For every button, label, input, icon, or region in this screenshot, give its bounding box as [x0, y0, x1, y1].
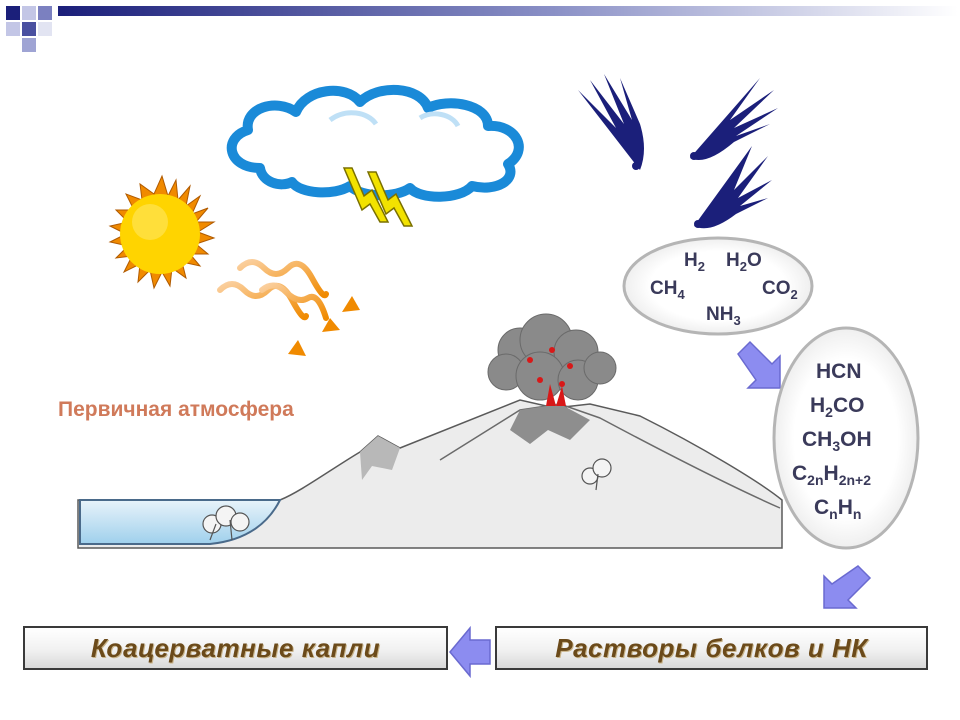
- mountain-peak-shadow: [360, 436, 400, 480]
- header-decoration: [6, 6, 958, 52]
- formula-h2: H2: [684, 250, 705, 274]
- header-square: [22, 6, 36, 20]
- header-bar: [58, 6, 958, 16]
- arrow-down-left-icon: [823, 565, 872, 609]
- coacervate-drops-box: Коацерватные капли: [23, 626, 448, 670]
- protein-solutions-box: Растворы белков и НК: [495, 626, 928, 670]
- atmosphere-gases-ellipse: H2 H2O CH4 CO2 NH3: [622, 236, 814, 336]
- formula-ch4: CH4: [650, 278, 685, 302]
- steam-icon: [581, 458, 612, 491]
- cosmic-ray-icon: [694, 146, 772, 229]
- formula-co2: CO2: [762, 278, 798, 302]
- cloud-icon: [226, 85, 524, 202]
- solar-radiation-arrows: [217, 259, 329, 321]
- header-square: [22, 22, 36, 36]
- wave-arrowheads: [288, 296, 360, 356]
- sun-icon: [108, 174, 216, 290]
- landscape: [77, 313, 783, 549]
- lava-sparks: [527, 347, 573, 406]
- formula-h2o: H2O: [726, 250, 762, 274]
- formula-h2co: H2CO: [810, 394, 864, 420]
- arrow-left-icon: [449, 625, 491, 679]
- primary-atmosphere-label: Первичная атмосфера: [58, 398, 294, 421]
- header-square: [6, 22, 20, 36]
- formula-alkane: C2nH2n+2: [792, 462, 871, 488]
- coacervate-drops-label: Коацерватные капли: [90, 632, 381, 663]
- steam-icon: [202, 505, 250, 541]
- cosmic-ray-icon: [690, 78, 778, 160]
- volcano-smoke: [487, 313, 617, 401]
- formula-ch3oh: CH3OH: [802, 428, 872, 454]
- header-square: [38, 22, 52, 36]
- volcano-crater: [510, 404, 590, 444]
- formula-cnhn: CnHn: [814, 496, 861, 522]
- formula-hcn: HCN: [816, 360, 862, 383]
- wave-arrow: [237, 259, 329, 299]
- wave-arrow: [217, 281, 309, 321]
- lightning-icon: [342, 167, 414, 227]
- arrow-down-right-icon: [737, 340, 781, 389]
- wave-arrow: [259, 282, 329, 321]
- volcano-slope: [439, 403, 781, 509]
- cosmic-ray-icon: [578, 74, 644, 170]
- organic-compounds-ellipse: HCN H2CO CH3OH C2nH2n+2 CnHn: [772, 326, 920, 550]
- header-square: [22, 38, 36, 52]
- header-square: [38, 6, 52, 20]
- header-square: [6, 6, 20, 20]
- protein-solutions-label: Растворы белков и НК: [555, 632, 868, 663]
- formula-nh3: NH3: [706, 304, 741, 328]
